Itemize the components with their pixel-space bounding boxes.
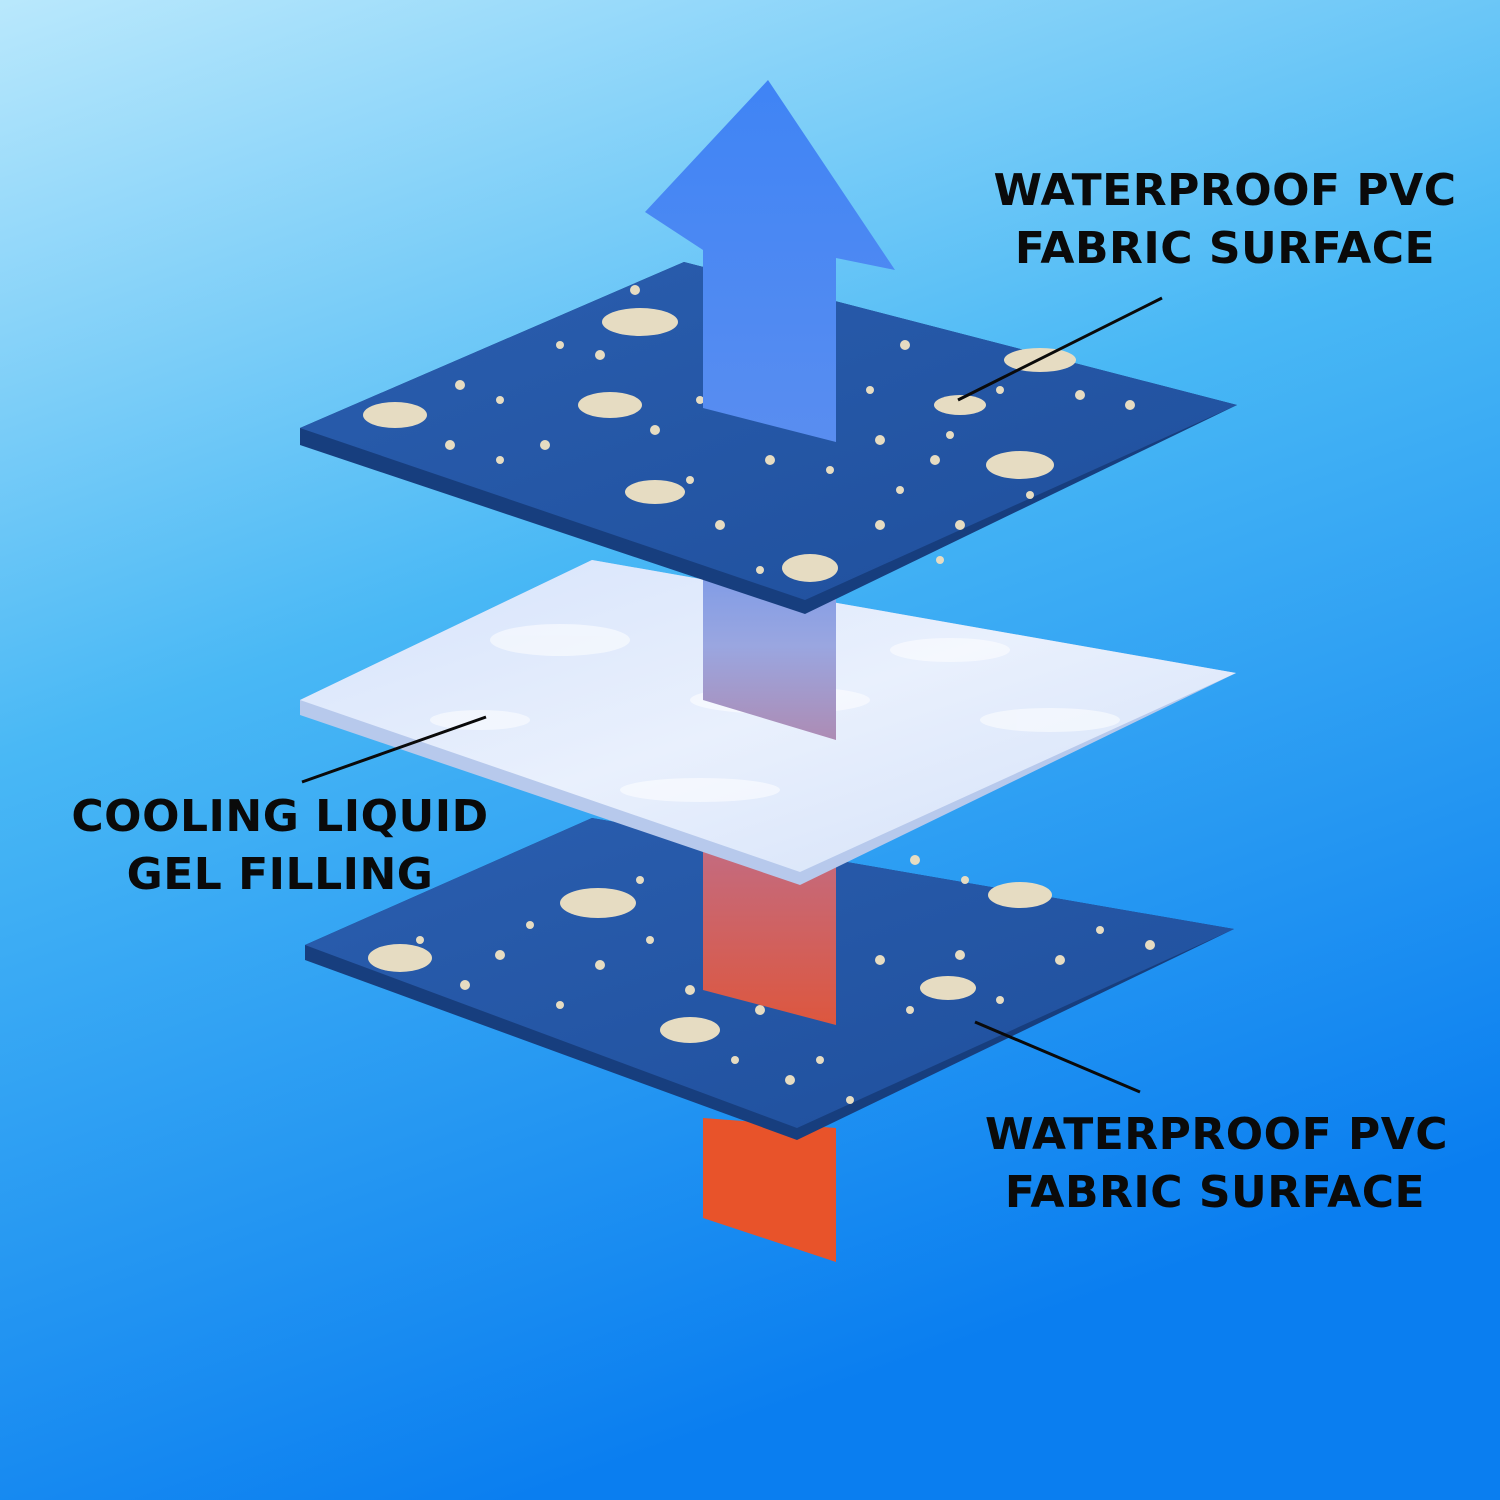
fabric-print-dots (416, 855, 1155, 1104)
polar-bear-icon (368, 882, 1052, 1043)
label-bottom-line2: FABRIC SURFACE (1004, 1167, 1426, 1218)
label-bottom-line1: WATERPROOF PVC (985, 1109, 1449, 1160)
label-middle-line1: COOLING LIQUID (71, 791, 489, 842)
label-top-line2: FABRIC SURFACE (1014, 223, 1436, 274)
arrow-stem-middle (703, 840, 836, 1025)
fabric-print-dots (445, 285, 1135, 574)
label-gel-filling: COOLING LIQUID GEL FILLING (60, 788, 500, 904)
leader-line-middle (301, 715, 487, 784)
arrow-stem-warm (703, 1118, 836, 1262)
arrow-stem-upper (703, 580, 836, 740)
leader-line-bottom (974, 1020, 1141, 1094)
top-fabric-layer (300, 262, 1237, 614)
up-arrow-icon (645, 80, 895, 442)
label-bottom-fabric-surface: WATERPROOF PVC FABRIC SURFACE (985, 1106, 1449, 1222)
polar-bear-icon (363, 308, 1076, 582)
label-top-line1: WATERPROOF PVC (993, 165, 1457, 216)
leader-line-top (957, 296, 1163, 402)
label-top-fabric-surface: WATERPROOF PVC FABRIC SURFACE (990, 162, 1460, 278)
label-middle-line2: GEL FILLING (126, 849, 434, 900)
